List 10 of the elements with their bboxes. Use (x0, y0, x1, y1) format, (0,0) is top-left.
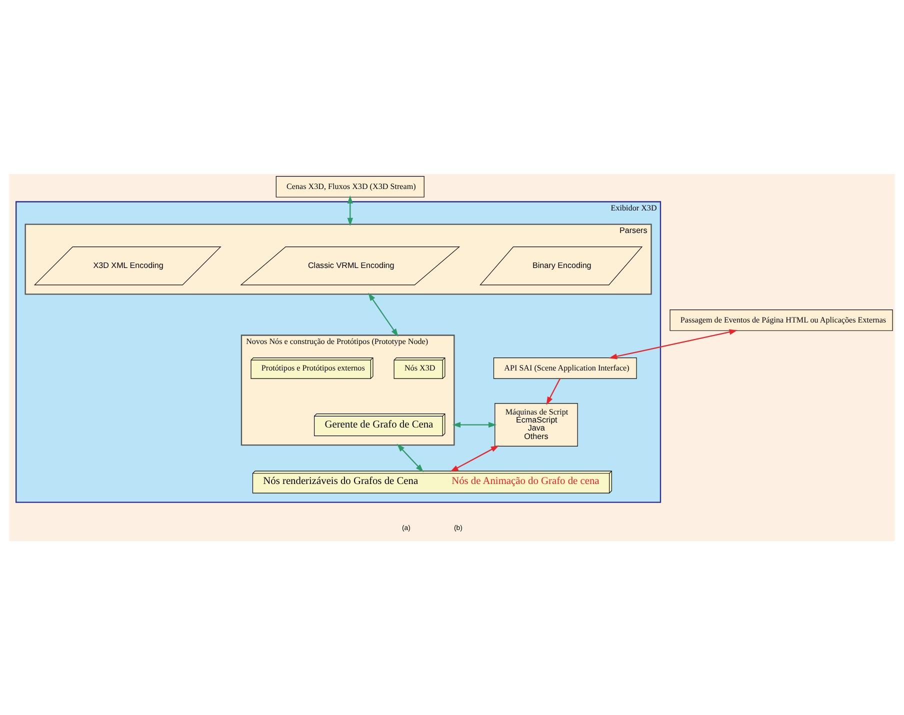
arrow (452, 422, 497, 428)
node-box: API SAI (Scene Application Interface) (493, 358, 637, 379)
arrow (368, 292, 398, 337)
arrow (608, 329, 738, 360)
arrow (546, 378, 560, 405)
arrow (347, 195, 353, 226)
arrow (396, 444, 424, 472)
node-box: Passagem de Eventos de Página HTML ou Aplicações Externas (670, 310, 893, 331)
node-box: Cenas X3D, Fluxos X3D (X3D Stream) (276, 176, 424, 198)
arrow (450, 445, 500, 472)
